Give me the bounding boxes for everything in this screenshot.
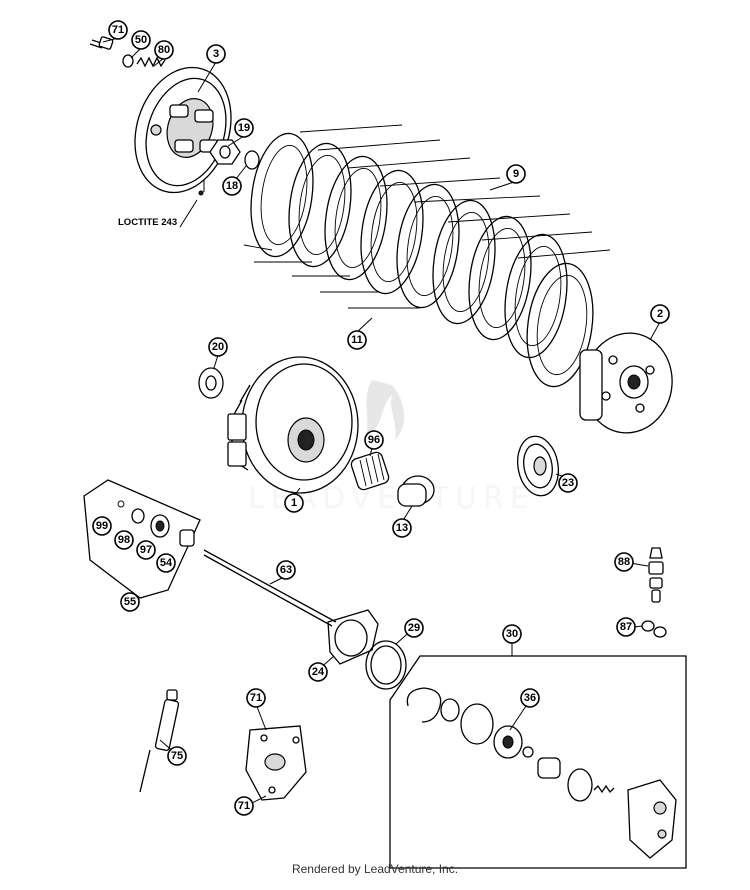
callout-label: 63 xyxy=(280,564,292,576)
callout-18: 18 xyxy=(222,176,242,196)
loctite-label: LOCTITE 243 xyxy=(118,217,177,228)
part-gasket xyxy=(327,609,379,665)
callout-55: 55 xyxy=(120,592,140,612)
part-thrust-washer xyxy=(198,367,224,399)
callout-label: 50 xyxy=(135,34,147,46)
callout-80: 80 xyxy=(154,40,174,60)
callout-label: 18 xyxy=(226,180,238,192)
part-pushrod xyxy=(203,549,337,627)
callout-13: 13 xyxy=(392,518,412,538)
callout-50: 50 xyxy=(131,30,151,50)
callout-label: 71 xyxy=(238,800,250,812)
callout-99: 99 xyxy=(92,516,112,536)
part-needle-bearing xyxy=(350,451,390,491)
callout-label: 30 xyxy=(506,628,518,640)
part-clutch-basket xyxy=(227,356,359,494)
callout-71-cover-top: 71 xyxy=(246,688,266,708)
part-nut-and-washer xyxy=(209,139,260,170)
callout-23: 23 xyxy=(558,473,578,493)
callout-label: 54 xyxy=(160,557,173,569)
loctite-note: LOCTITE 243 xyxy=(118,199,198,228)
callout-label: 20 xyxy=(212,341,224,353)
callout-98: 98 xyxy=(114,530,134,550)
part-inner-clutch-hub xyxy=(579,332,673,434)
part-syringe-tool xyxy=(139,689,180,793)
callout-88: 88 xyxy=(614,552,634,572)
callout-30: 30 xyxy=(502,624,522,644)
part-o-ring-29 xyxy=(365,640,407,690)
callout-label: 11 xyxy=(351,334,363,346)
callout-label: 75 xyxy=(171,750,183,762)
callout-36: 36 xyxy=(520,688,540,708)
callout-label: 96 xyxy=(368,434,380,446)
callout-label: 1 xyxy=(291,497,297,509)
part-gear xyxy=(516,435,560,497)
callout-71-cover-bottom: 71 xyxy=(234,796,254,816)
callout-label: 98 xyxy=(118,534,130,546)
callout-2: 2 xyxy=(650,304,670,324)
callout-label: 2 xyxy=(657,308,663,320)
part-bleeder-valve xyxy=(641,547,667,638)
callout-97: 97 xyxy=(136,540,156,560)
callout-1: 1 xyxy=(284,493,304,513)
callout-label: 36 xyxy=(524,692,536,704)
callout-label: 71 xyxy=(112,24,124,36)
callout-label: 71 xyxy=(250,692,262,704)
callout-9: 9 xyxy=(506,164,526,184)
callout-label: 80 xyxy=(158,44,170,56)
callout-19: 19 xyxy=(234,118,254,138)
part-slave-cylinder-group xyxy=(389,655,687,869)
callout-24: 24 xyxy=(308,662,328,682)
callout-75: 75 xyxy=(167,746,187,766)
callout-label: 88 xyxy=(618,556,630,568)
callout-label: 99 xyxy=(96,520,108,532)
callout-label: 13 xyxy=(396,522,408,534)
part-clutch-disc-stack xyxy=(243,124,611,388)
callout-label: 24 xyxy=(312,666,325,678)
callout-63: 63 xyxy=(276,560,296,580)
part-cover xyxy=(245,725,307,801)
callout-label: 87 xyxy=(620,621,632,633)
part-kit-55-box xyxy=(83,479,201,599)
callout-96: 96 xyxy=(364,430,384,450)
callout-11: 11 xyxy=(347,330,367,350)
callout-3: 3 xyxy=(206,44,226,64)
callout-29: 29 xyxy=(404,618,424,638)
callout-label: 23 xyxy=(562,477,574,489)
callout-87: 87 xyxy=(616,617,636,637)
callout-label: 3 xyxy=(213,48,219,60)
callout-label: 29 xyxy=(408,622,420,634)
callout-label: 55 xyxy=(124,596,136,608)
callout-20: 20 xyxy=(208,337,228,357)
callout-71-top: 71 xyxy=(108,20,128,40)
part-bolt-washer-spring xyxy=(89,36,166,68)
callout-54: 54 xyxy=(156,553,176,573)
footer-credit: Rendered by LeadVenture, Inc. xyxy=(291,862,459,876)
callout-label: 97 xyxy=(140,544,152,556)
part-pressure-plate xyxy=(134,66,232,196)
callout-label: 19 xyxy=(238,122,250,134)
callout-label: 9 xyxy=(513,168,519,180)
